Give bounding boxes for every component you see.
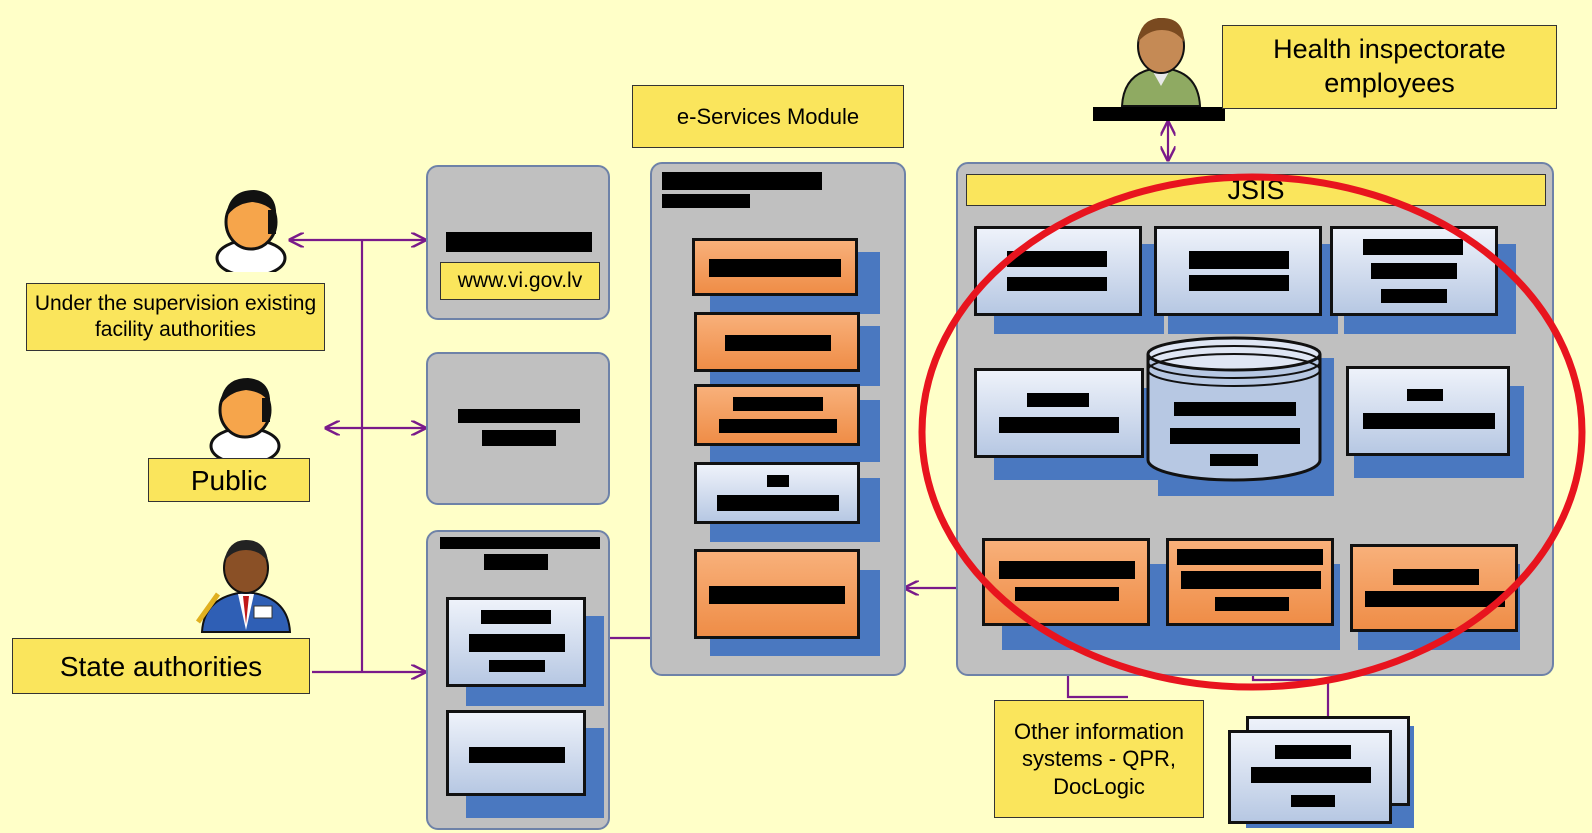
portal-module-box[interactable]	[446, 710, 586, 796]
jsis-module-box[interactable]	[1350, 544, 1518, 632]
redacted-text	[458, 409, 580, 423]
jsis-module-box[interactable]	[1330, 226, 1498, 316]
jsis-module-box[interactable]	[1154, 226, 1322, 316]
portal-panel	[426, 530, 610, 830]
redacted-text	[1093, 107, 1225, 121]
eservices-module-label: e-Services Module	[632, 85, 904, 148]
website-url[interactable]: www.vi.gov.lv	[440, 262, 600, 300]
docsystem-box[interactable]	[1228, 730, 1392, 824]
redacted-text	[662, 172, 822, 190]
database-icon	[1144, 336, 1334, 496]
jsis-module-box[interactable]	[974, 226, 1142, 316]
eservice-module-box[interactable]	[694, 462, 860, 524]
person-icon-employee	[1118, 12, 1204, 108]
public-label: Public	[148, 458, 310, 502]
jsis-panel: JSIS	[956, 162, 1554, 676]
eservices-panel	[650, 162, 906, 676]
person-icon-female	[206, 370, 284, 466]
supervised-facilities-label: Under the supervision existing facility …	[26, 283, 325, 351]
website-panel: www.vi.gov.lv	[426, 165, 610, 320]
portal-module-box[interactable]	[446, 597, 586, 687]
eservice-panel	[426, 352, 610, 505]
state-authorities-label: State authorities	[12, 638, 310, 694]
jsis-module-box[interactable]	[974, 368, 1144, 458]
redacted-text	[484, 554, 548, 570]
eservice-module-box[interactable]	[692, 238, 858, 296]
redacted-text	[662, 194, 750, 208]
redacted-text	[440, 537, 600, 549]
person-icon-female	[212, 182, 290, 278]
jsis-module-box[interactable]	[982, 538, 1150, 626]
eservice-module-box[interactable]	[694, 384, 860, 446]
other-systems-label: Other information systems - QPR, DocLogi…	[994, 700, 1204, 818]
eservice-module-box[interactable]	[694, 312, 860, 372]
jsis-module-box[interactable]	[1346, 366, 1510, 456]
person-icon-official	[188, 534, 304, 634]
jsis-title: JSIS	[966, 174, 1546, 206]
redacted-text	[482, 430, 556, 446]
eservice-gateway-box[interactable]	[694, 549, 860, 639]
redacted-text	[446, 232, 592, 252]
health-inspectorate-label: Health inspectorate employees	[1222, 25, 1557, 109]
docsystem-stack	[1226, 716, 1414, 828]
jsis-module-box[interactable]	[1166, 538, 1334, 626]
